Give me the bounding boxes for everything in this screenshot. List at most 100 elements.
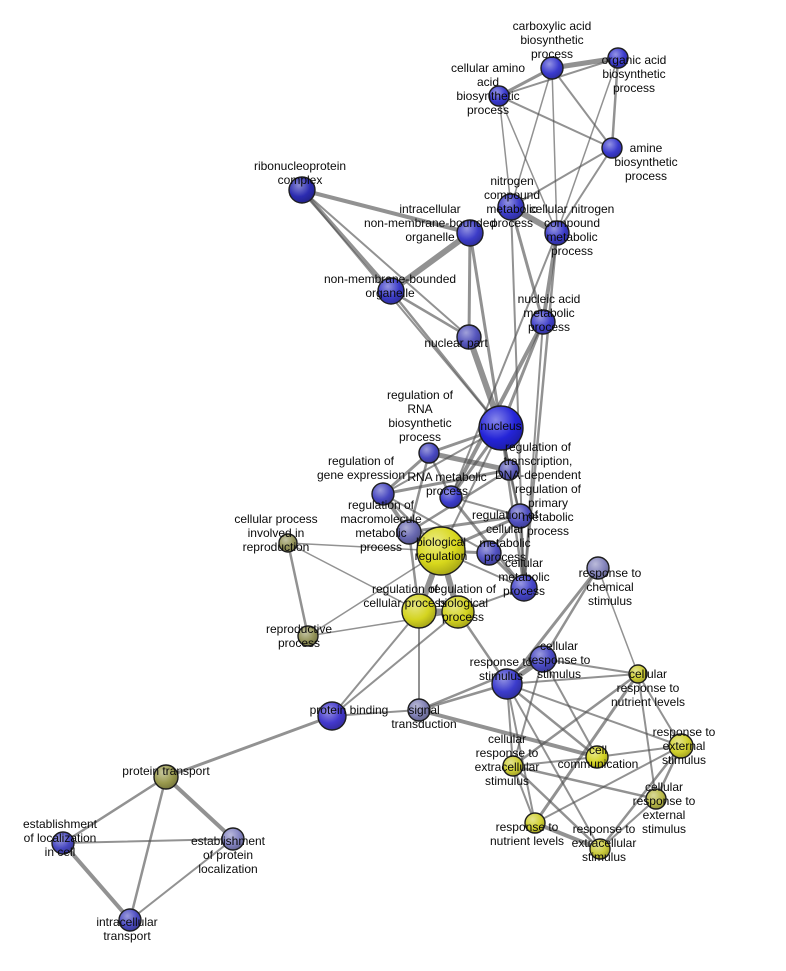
node-layer: carboxylic acid biosynthetic process orga… (51, 47, 694, 932)
graph-edge (287, 542, 420, 612)
graph-node-signal_transduction[interactable]: signal transduction (407, 698, 431, 722)
graph-node-resp_external[interactable]: response to external stimulus (668, 733, 694, 759)
graph-edge (511, 764, 658, 801)
graph-edge (506, 683, 536, 824)
graph-edge (533, 821, 602, 851)
graph-edge (381, 468, 511, 496)
graph-node-nucleus[interactable]: nucleus (478, 405, 524, 451)
graph-edge (389, 289, 503, 430)
graph-node-protein_transport[interactable]: protein transport (153, 764, 179, 790)
graph-edge (426, 450, 512, 473)
graph-node-intra_nmb[interactable]: intracellular non-membrane-bounded organ… (456, 219, 484, 247)
graph-edge (61, 775, 168, 845)
graph-node-nuclear_part[interactable]: nuclear part (456, 324, 482, 350)
graph-edge (511, 764, 602, 851)
graph-node-cell_metabolic[interactable]: cellular metabolic process (510, 574, 538, 602)
graph-edge (637, 673, 657, 800)
graph-edge (498, 95, 613, 149)
graph-edge (407, 451, 431, 534)
graph-node-reg_cell_proc[interactable]: regulation of cellular process (401, 593, 437, 629)
graph-node-cell_comm[interactable]: cell communication (585, 745, 609, 769)
graph-edge (287, 542, 442, 552)
graph-node-amine[interactable]: amine biosynthetic process (601, 137, 623, 159)
graph-edge (598, 744, 683, 851)
graph-edge (407, 514, 522, 534)
graph-node-cell_nitrogen[interactable]: cellular nitrogen compound metabolic pro… (544, 220, 570, 246)
graph-edge (129, 838, 234, 921)
graph-node-reg_rna[interactable]: regulation of RNA biosynthetic process (418, 442, 440, 464)
graph-node-cell_resp_external[interactable]: cellular response to external stimulus (645, 788, 667, 810)
graph-node-cell_resp_extracell[interactable]: cellular response to extracellular stimu… (502, 755, 524, 777)
graph-node-resp_extracell[interactable]: response to extracellular stimulus (589, 838, 611, 860)
graph-node-bio_regulation[interactable]: biological regulation (416, 526, 466, 576)
graph-node-resp_stim[interactable]: response to stimulus (491, 668, 523, 700)
graph-edge (417, 708, 599, 759)
graph-node-nitrogen[interactable]: nitrogen compound metabolic process (497, 193, 525, 221)
graph-edge (505, 682, 599, 759)
graph-edge (551, 67, 613, 149)
graph-node-intra_transport[interactable]: intracellular transport (118, 908, 142, 932)
graph-node-reg_primary[interactable]: regulation of primary metabolic process (507, 503, 533, 529)
graph-edge (128, 775, 168, 922)
graph-node-resp_nutrient[interactable]: response to nutrient levels (524, 812, 546, 834)
graph-node-amino[interactable]: cellular amino acid biosynthetic process (488, 85, 510, 107)
graph-edge (388, 230, 473, 294)
graph-node-organic[interactable]: organic acid biosynthetic process (607, 47, 629, 69)
graph-edge (541, 566, 600, 661)
graph-edge (542, 658, 598, 758)
graph-node-reg_bio_proc[interactable]: regulation of biological process (441, 595, 475, 629)
graph-node-resp_chemical[interactable]: response to chemical stimulus (586, 556, 610, 580)
graph-edge (512, 658, 544, 767)
graph-node-reg_macromol[interactable]: regulation of macromolecule metabolic pr… (396, 519, 422, 545)
graph-edge (506, 683, 682, 747)
graph-edge (301, 189, 470, 338)
graph-node-rnp[interactable]: ribonucleoprotein complex (288, 176, 316, 204)
graph-edge (556, 147, 613, 234)
graph-node-reg_cell_met[interactable]: regulation of cellular metabolic process (476, 540, 502, 566)
graph-edge (610, 56, 620, 150)
graph-node-reprod_cellproc[interactable]: cellular process involved in reproductio… (278, 533, 298, 553)
graph-node-cell_resp_nutrient[interactable]: cellular response to nutrient levels (628, 664, 648, 684)
graph-edge (505, 566, 600, 686)
graph-node-reg_transcription[interactable]: regulation of transcription, DNA-depende… (498, 459, 520, 481)
graph-edge (62, 838, 234, 844)
graph-edge (450, 232, 558, 498)
graph-node-reprod_process[interactable]: reproductive process (297, 625, 319, 647)
graph-node-estab_loc_cell[interactable]: establishment of localization in cell (51, 831, 75, 855)
graph-node-estab_prot_loc[interactable]: establishment of protein localization (221, 827, 245, 851)
graph-edge (510, 67, 553, 208)
graph-edge (468, 231, 503, 430)
graph-edge (389, 289, 471, 339)
graph-edge (498, 95, 512, 208)
graph-edge (61, 841, 132, 922)
graph-edge (506, 673, 639, 685)
graph-edge (542, 658, 639, 675)
graph-edge (331, 610, 420, 717)
graph-edge (467, 231, 472, 339)
graph-node-nmb_organelle[interactable]: non-membrane-bounded organelle (377, 277, 405, 305)
graph-node-reg_gene[interactable]: regulation of gene expression (371, 482, 395, 506)
graph-node-carboxylic[interactable]: carboxylic acid biosynthetic process (540, 56, 564, 80)
graph-edge (509, 205, 545, 324)
graph-edge (597, 567, 639, 675)
graph-edge (382, 493, 490, 554)
graph-edge (300, 188, 472, 235)
graph-edge (511, 672, 640, 768)
edge-layer (61, 55, 683, 922)
graph-edge (556, 57, 619, 234)
graph-node-protein_binding[interactable]: protein binding (317, 701, 347, 731)
graph-node-nucleic_acid[interactable]: nucleic acid metabolic process (530, 309, 556, 335)
graph-edge (498, 95, 558, 234)
graph-edge (522, 231, 559, 590)
graph-edge (417, 657, 545, 712)
graph-node-cell_resp_stim[interactable]: cellular response to stimulus (529, 645, 557, 673)
graph-node-rna_metabolic[interactable]: RNA metabolic process (439, 485, 463, 509)
